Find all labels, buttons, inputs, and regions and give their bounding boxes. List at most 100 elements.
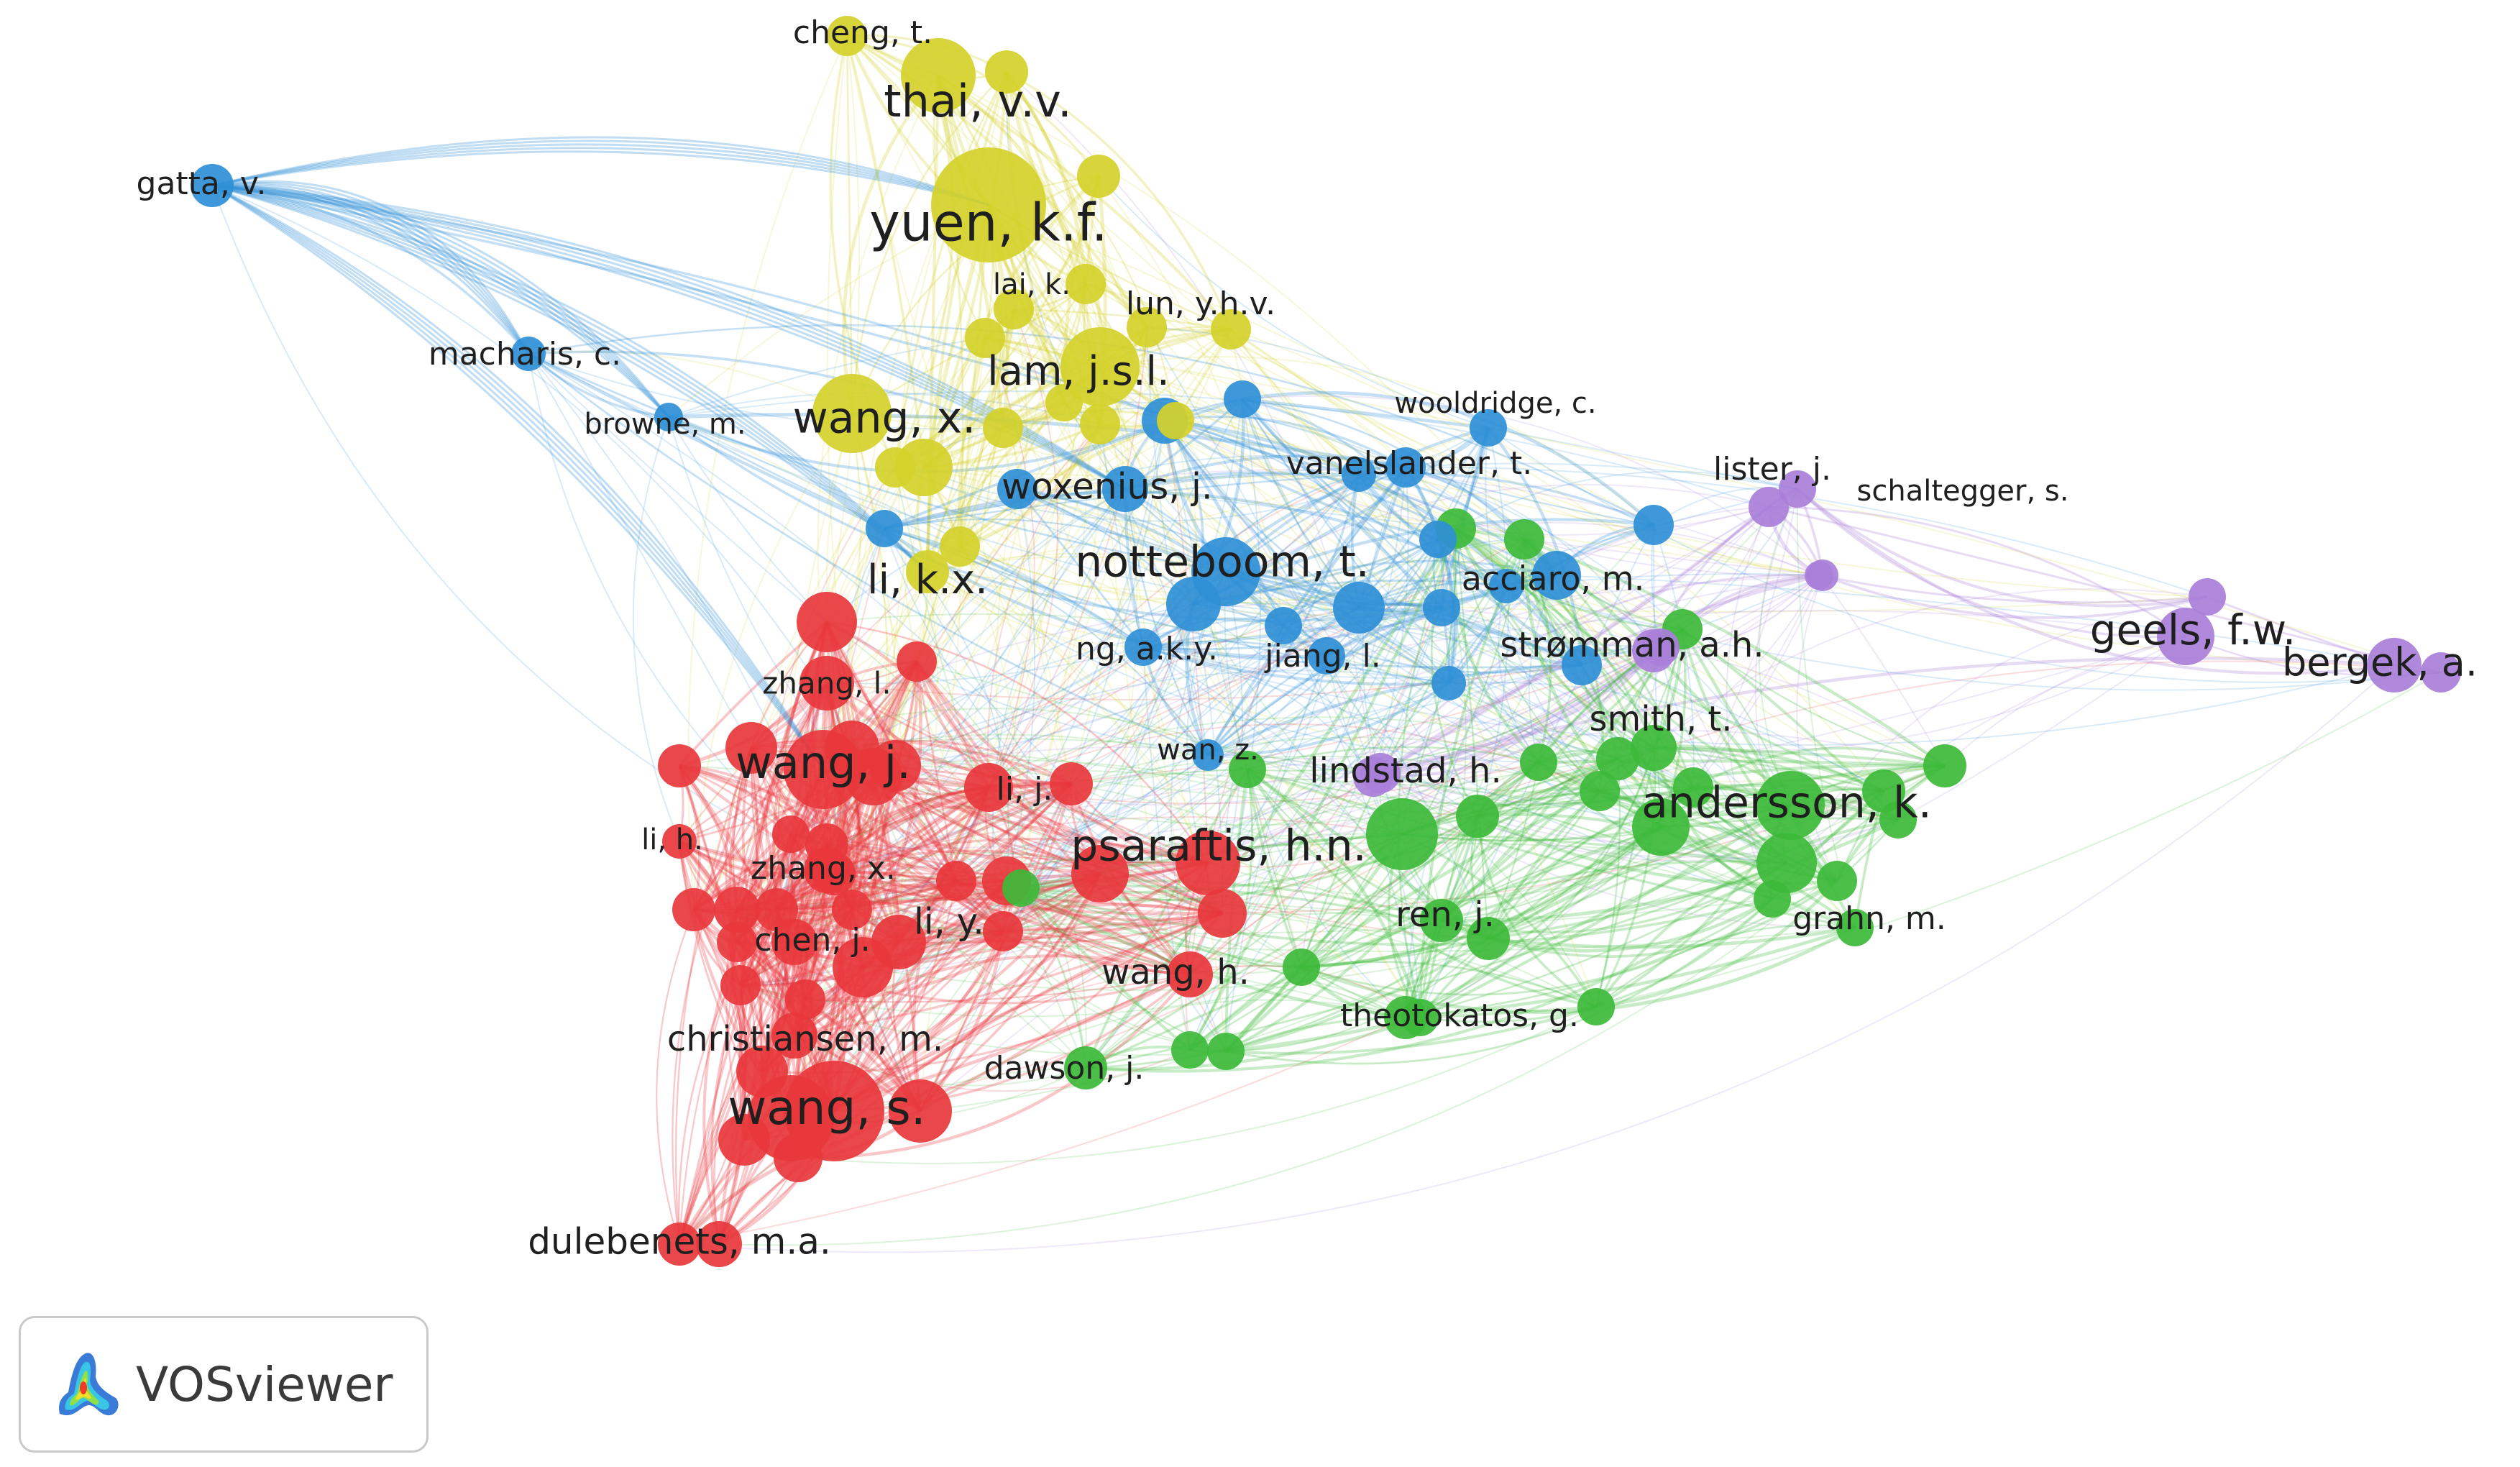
node[interactable] [1198, 889, 1247, 938]
node-wangx[interactable] [812, 374, 892, 453]
node[interactable] [1333, 582, 1385, 634]
node-dawson[interactable] [1064, 1046, 1107, 1089]
node-liy[interactable] [871, 915, 926, 969]
label-wangh[interactable]: wang, h. [1101, 952, 1250, 992]
node[interactable] [2421, 652, 2461, 693]
node[interactable] [1456, 795, 1499, 838]
label-schaltegger[interactable]: schaltegger, s. [1857, 475, 2069, 508]
node[interactable] [1366, 798, 1438, 870]
node[interactable] [1265, 607, 1302, 644]
node[interactable] [1080, 404, 1120, 444]
node[interactable] [717, 922, 757, 962]
node[interactable] [1171, 1031, 1209, 1069]
label-notteboom[interactable]: notteboom, t. [1075, 537, 1369, 588]
node-lai[interactable] [1066, 264, 1106, 304]
label-lij[interactable]: li, j. [996, 771, 1053, 808]
node-yuen[interactable] [931, 147, 1046, 262]
label-renj[interactable]: ren, j. [1396, 895, 1495, 935]
label-chenj[interactable]: chen, j. [754, 922, 870, 959]
node-cheng[interactable] [827, 16, 867, 56]
label-vanelslander[interactable]: vanelslander, t. [1286, 445, 1532, 482]
node[interactable] [1077, 155, 1120, 198]
node[interactable] [774, 1133, 823, 1182]
node[interactable] [718, 1114, 770, 1166]
node-lam[interactable] [1060, 327, 1140, 406]
label-psaraftis[interactable]: psaraftis, h.n. [1071, 821, 1366, 872]
node[interactable] [1157, 402, 1194, 439]
node-grahn[interactable] [1836, 909, 1874, 946]
node[interactable] [672, 888, 715, 931]
node[interactable] [797, 592, 857, 652]
node[interactable] [1520, 744, 1557, 781]
label-lister[interactable]: lister, j. [1713, 451, 1831, 488]
node[interactable] [696, 1221, 742, 1267]
node-ngaky[interactable] [1124, 629, 1162, 666]
label-lam[interactable]: lam, j.s.l. [987, 348, 1170, 395]
label-smith[interactable]: smith, t. [1590, 699, 1733, 739]
node-wanz[interactable] [1192, 739, 1224, 771]
label-christiansen[interactable]: christiansen, m. [667, 1019, 943, 1059]
node[interactable] [869, 740, 921, 792]
label-lih[interactable]: li, h. [641, 823, 703, 856]
label-acciaro[interactable]: acciaro, m. [1462, 559, 1644, 598]
node[interactable] [1504, 519, 1544, 559]
node[interactable] [1467, 917, 1510, 960]
node[interactable] [1879, 801, 1917, 838]
label-likx[interactable]: li, k.x. [867, 557, 988, 603]
node-zhangl[interactable] [799, 656, 854, 710]
node[interactable] [725, 722, 777, 774]
node[interactable] [1596, 737, 1639, 780]
node[interactable] [1562, 645, 1602, 685]
label-cheng[interactable]: cheng, t. [793, 14, 933, 51]
label-lindstad[interactable]: lindstad, h. [1309, 751, 1501, 791]
node[interactable] [897, 641, 937, 682]
node-dulebenets[interactable] [658, 1222, 701, 1266]
node[interactable] [997, 469, 1037, 509]
node-smith[interactable] [1631, 725, 1677, 771]
node[interactable] [1754, 880, 1791, 918]
node-jiang[interactable] [1308, 637, 1345, 675]
node[interactable] [889, 1079, 952, 1143]
node[interactable] [1127, 307, 1167, 347]
label-jiang[interactable]: jiang, l. [1264, 638, 1380, 675]
node[interactable] [1423, 589, 1460, 626]
label-wangx[interactable]: wang, x. [793, 393, 976, 444]
node[interactable] [812, 852, 856, 895]
node-woxenius[interactable] [1102, 466, 1148, 512]
label-wangs[interactable]: wang, s. [728, 1080, 925, 1135]
label-dulebenets[interactable]: dulebenets, m.a. [528, 1221, 831, 1263]
label-stromman[interactable]: strømman, a.h. [1500, 625, 1764, 665]
label-zhangx[interactable]: zhang, x. [751, 850, 896, 887]
node-stromman[interactable] [1642, 629, 1680, 666]
label-gatta[interactable]: gatta, v. [137, 165, 267, 202]
node[interactable] [1342, 457, 1376, 492]
label-lai[interactable]: lai, k. [993, 268, 1071, 301]
node[interactable] [1229, 751, 1266, 788]
node[interactable] [1002, 869, 1040, 907]
node-chenj[interactable] [771, 919, 817, 965]
node-browne[interactable] [654, 403, 683, 431]
label-wanz[interactable]: wan, z. [1157, 734, 1259, 767]
node[interactable] [1923, 744, 1966, 787]
node[interactable] [1207, 1033, 1245, 1070]
node-theotokatos[interactable] [1577, 988, 1615, 1025]
node[interactable] [1431, 666, 1466, 700]
node[interactable] [1817, 861, 1857, 901]
node[interactable] [1779, 470, 1816, 508]
node[interactable] [772, 815, 810, 853]
node-thai[interactable] [901, 38, 976, 113]
node-psaraftis[interactable] [1176, 831, 1240, 895]
node[interactable] [1224, 380, 1261, 418]
node[interactable] [994, 289, 1034, 329]
node[interactable] [1419, 521, 1457, 558]
node[interactable] [1166, 577, 1221, 631]
node[interactable] [985, 50, 1028, 93]
node[interactable] [1045, 384, 1083, 421]
label-bergek[interactable]: bergek, a. [2282, 640, 2478, 685]
node[interactable] [1050, 762, 1093, 805]
label-zhangl[interactable]: zhang, l. [762, 666, 891, 701]
node-vanelslander[interactable] [1385, 447, 1426, 488]
node-gatta[interactable] [191, 164, 234, 207]
label-yuen[interactable]: yuen, k.f. [869, 193, 1108, 253]
label-geels[interactable]: geels, f.w. [2090, 605, 2296, 654]
